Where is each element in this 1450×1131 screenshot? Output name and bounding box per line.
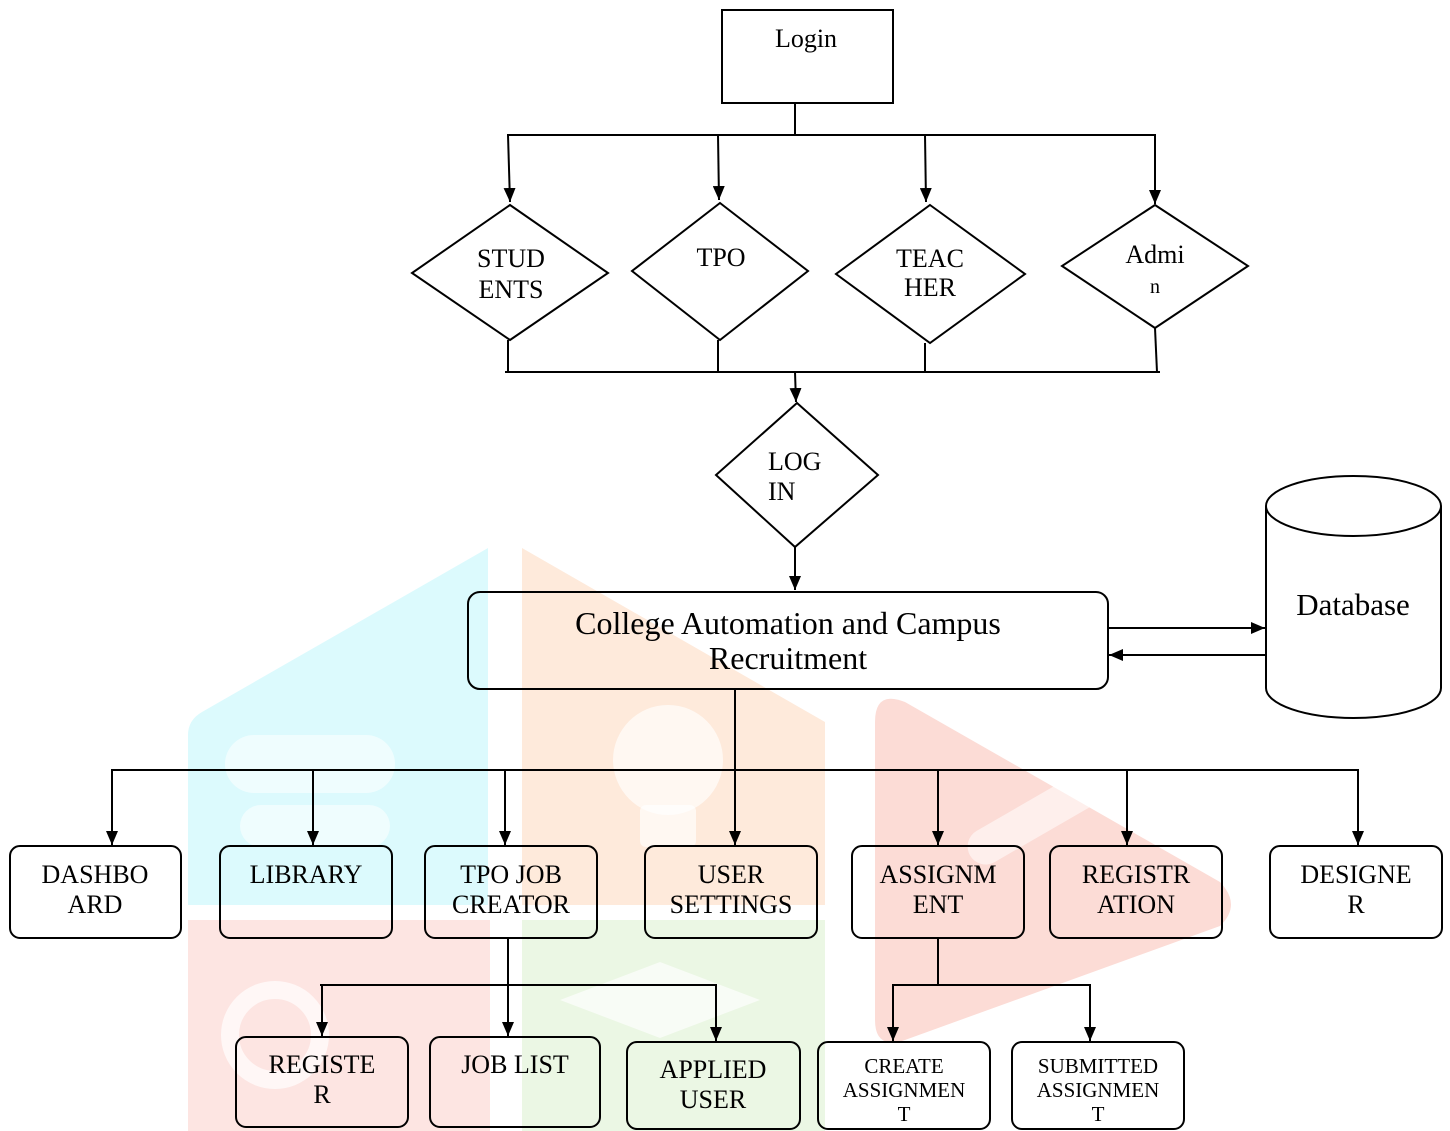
submodule-submitted-assignment-label-line2: ASSIGNMEN (1037, 1078, 1160, 1102)
role-tpo-label: TPO (696, 243, 745, 272)
module-designer-label-line1: DESIGNE (1300, 860, 1411, 889)
watermark-red-panel (875, 698, 1231, 1043)
role-admin: Admi n (1060, 203, 1250, 330)
role-teacher: TEAC HER (834, 203, 1027, 345)
submodule-job-list-label: JOB LIST (461, 1050, 569, 1079)
system-box: College Automation and Campus Recruitmen… (467, 591, 1109, 690)
watermark-graduation-cap-icon (560, 962, 760, 1038)
database-cylinder-top (1265, 475, 1442, 537)
module-designer: DESIGNE R (1269, 845, 1443, 939)
module-library-label: LIBRARY (250, 860, 363, 889)
module-designer-box (1269, 845, 1443, 939)
module-user-settings-label-line2: SETTINGS (670, 890, 793, 919)
module-registration-label-line1: REGISTR (1082, 860, 1191, 889)
database: Database (1265, 475, 1442, 719)
submodule-job-list: JOB LIST (429, 1036, 601, 1128)
role-tpo-diamond (630, 201, 810, 342)
role-admin-label-line2: n (1150, 276, 1160, 298)
submodule-register-box (235, 1036, 409, 1128)
login-to-roles-connectors (503, 103, 1161, 204)
module-assignment-label-line2: ENT (913, 890, 964, 919)
module-user-settings-label-line1: USER (698, 860, 765, 889)
submodule-create-assignment: CREATE ASSIGNMEN T (817, 1041, 991, 1130)
database-cylinder-body (1265, 506, 1442, 719)
module-library-box (219, 845, 393, 939)
module-assignment: ASSIGNM ENT (851, 845, 1025, 939)
module-library: LIBRARY (219, 845, 393, 939)
module-dashboard-box (9, 845, 182, 939)
role-students-label-line2: ENTS (479, 275, 544, 304)
module-dashboard: DASHBO ARD (9, 845, 182, 939)
login-decision-label-line1: LOG (768, 447, 821, 476)
module-tpo-job-creator: TPO JOB CREATOR (424, 845, 598, 939)
submodule-create-assignment-box (817, 1041, 991, 1130)
arrow-to-students (503, 134, 516, 203)
module-tpo-job-creator-label-line2: CREATOR (452, 890, 571, 919)
role-students-label-line1: STUD (477, 244, 545, 273)
submodule-register: REGISTE R (235, 1036, 409, 1128)
submodule-submitted-assignment-label-line3: T (1092, 1102, 1105, 1126)
module-tpo-job-creator-box (424, 845, 598, 939)
arrow-to-tpo (712, 134, 725, 201)
system-box-outline (467, 591, 1109, 690)
role-admin-label-line1: Admi (1125, 240, 1184, 269)
connector-line (1154, 327, 1158, 373)
submodule-applied-user-label-line1: APPLIED (660, 1055, 767, 1084)
submodule-submitted-assignment-label-line1: SUBMITTED (1038, 1054, 1158, 1078)
role-teacher-label-line1: TEAC (896, 244, 964, 273)
login-box: Login (721, 9, 894, 104)
role-students: STUD ENTS (410, 203, 610, 342)
module-designer-label-line2: R (1347, 890, 1365, 919)
login-box-outline (721, 9, 894, 104)
login-box-label: Login (775, 24, 837, 53)
arrow-to-teacher (919, 134, 932, 203)
submodule-create-assignment-label-line3: T (898, 1102, 911, 1126)
role-students-diamond (410, 203, 610, 342)
watermark-cyan-panel (188, 548, 488, 905)
roles-to-login-connectors (505, 327, 1160, 403)
arrow-to-login-decision (789, 371, 802, 403)
role-teacher-label-line2: HER (904, 273, 957, 302)
module-user-settings-box (644, 845, 818, 939)
assignment-children-connectors (887, 938, 1096, 1041)
system-to-modules-connectors (106, 689, 1364, 845)
submodule-register-label-line2: R (313, 1080, 331, 1109)
role-tpo: TPO (630, 201, 810, 342)
login-decision-label-line2: IN (768, 477, 796, 506)
submodule-register-label-line1: REGISTE (269, 1050, 376, 1079)
submodule-submitted-assignment-box (1011, 1041, 1185, 1130)
tpo-job-creator-children-connectors (316, 938, 722, 1041)
database-label: Database (1296, 587, 1410, 622)
submodule-job-list-box (429, 1036, 601, 1128)
submodule-applied-user: APPLIED USER (626, 1041, 801, 1130)
watermark (188, 548, 1231, 1131)
watermark-utensil-shape (967, 771, 1103, 865)
module-registration-box (1049, 845, 1223, 939)
watermark-lightbulb-base (640, 805, 696, 847)
system-box-label-line2: Recruitment (709, 640, 867, 676)
watermark-cloud-shape (225, 735, 395, 793)
watermark-cloud-shape (240, 805, 390, 847)
role-teacher-diamond (834, 203, 1027, 345)
module-dashboard-label-line1: DASHBO (42, 860, 149, 889)
module-assignment-label-line1: ASSIGNM (879, 860, 996, 889)
submodule-applied-user-label-line2: USER (680, 1085, 747, 1114)
module-registration-label-line2: ATION (1097, 890, 1175, 919)
login-decision: LOG IN (714, 401, 880, 549)
module-tpo-job-creator-label-line1: TPO JOB (460, 860, 562, 889)
system-box-label-line1: College Automation and Campus (575, 605, 1001, 641)
submodule-create-assignment-label-line2: ASSIGNMEN (843, 1078, 966, 1102)
submodule-submitted-assignment: SUBMITTED ASSIGNMEN T (1011, 1041, 1185, 1130)
module-registration: REGISTR ATION (1049, 845, 1223, 939)
submodule-applied-user-box (626, 1041, 801, 1130)
module-user-settings: USER SETTINGS (644, 845, 818, 939)
watermark-lightbulb-icon (613, 705, 723, 815)
module-dashboard-label-line2: ARD (68, 890, 123, 919)
submodule-create-assignment-label-line1: CREATE (864, 1054, 943, 1078)
